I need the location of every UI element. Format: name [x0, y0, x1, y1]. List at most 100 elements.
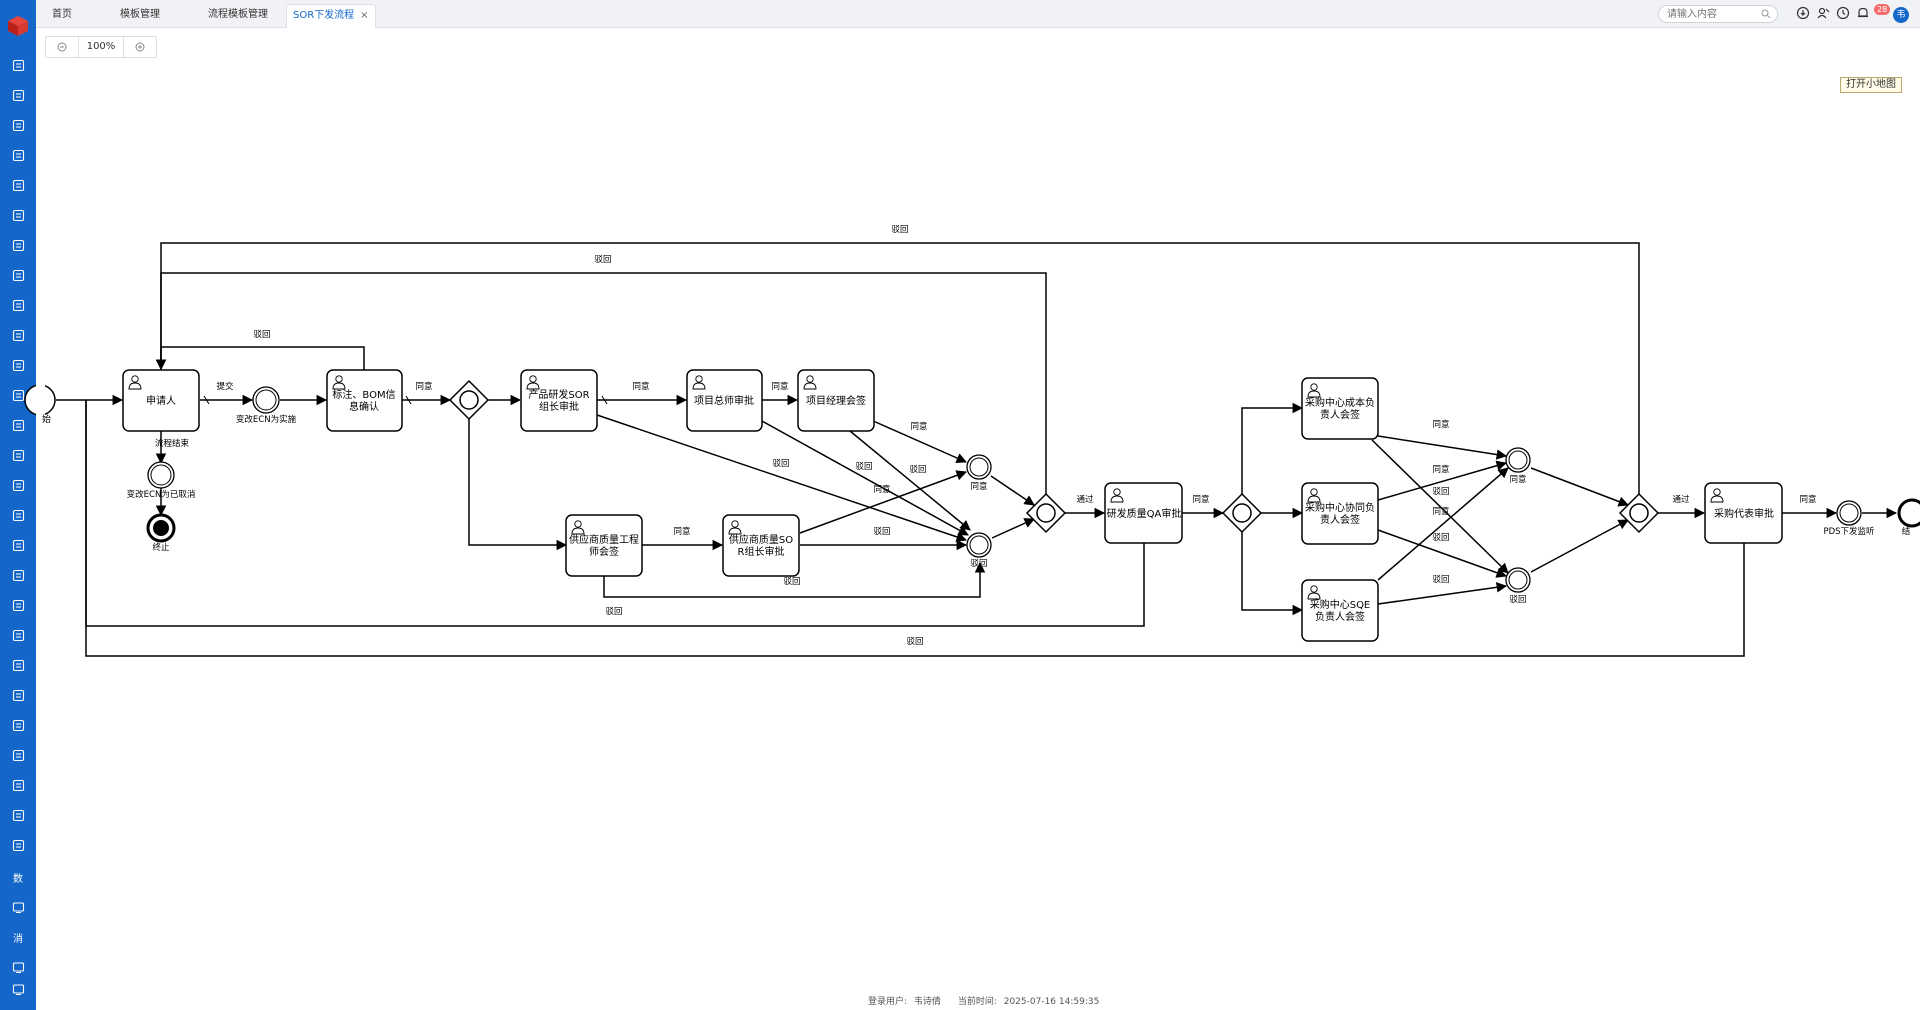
flow-mgr-agree1[interactable]	[870, 419, 967, 463]
flow-gw3-cost[interactable]	[1241, 402, 1304, 494]
search-input[interactable]	[1667, 6, 1757, 22]
grid-icon[interactable]	[11, 178, 25, 192]
tab-process-template-management[interactable]: 流程模板管理	[208, 9, 268, 20]
task-rd-qa[interactable]: 研发质量QA审批	[1104, 482, 1183, 544]
sidebar-item-message[interactable]: 消	[13, 934, 23, 945]
inclusive-gateway-icon[interactable]	[1025, 492, 1067, 534]
event-ecn-implement[interactable]	[252, 386, 280, 414]
flow-reject-loop1[interactable]	[85, 400, 1145, 627]
search-icon[interactable]	[1761, 9, 1771, 19]
flow-prod-reject1[interactable]	[596, 414, 967, 542]
event-agree-2[interactable]	[1505, 447, 1531, 473]
flow-chief-reject1[interactable]	[761, 420, 969, 536]
app-logo-icon[interactable]	[6, 14, 30, 38]
flow-label: 通过	[1672, 494, 1690, 505]
truck-icon[interactable]	[11, 208, 25, 222]
end-event-terminate[interactable]	[146, 513, 176, 543]
flow-reject2-gw5[interactable]	[1530, 519, 1629, 573]
tab-home[interactable]: 首页	[52, 9, 72, 20]
task-supplier-sor[interactable]: 供应商质量SO R组长审批	[722, 514, 800, 577]
inclusive-gateway-icon[interactable]	[1221, 492, 1263, 534]
task-supplier-eng[interactable]: 供应商质量工程 师会签	[565, 514, 643, 577]
task-product-sor[interactable]: 产品研发SOR 组长审批	[520, 369, 598, 432]
flow-reject-loop2[interactable]	[85, 400, 1745, 657]
shield-icon[interactable]	[11, 508, 25, 522]
event-reject-1[interactable]	[966, 532, 992, 558]
inclusive-gateway-icon[interactable]	[1618, 492, 1660, 534]
avatar[interactable]: 韦	[1893, 7, 1909, 23]
event-pds-listen[interactable]	[1836, 500, 1862, 526]
layers-icon[interactable]	[11, 118, 25, 132]
event-agree-1[interactable]	[966, 454, 992, 480]
apps-icon[interactable]	[11, 598, 25, 612]
flow-sqe-agree2[interactable]	[1377, 467, 1509, 581]
task-project-chief[interactable]: 项目总师审批	[686, 369, 763, 432]
box-icon[interactable]	[11, 268, 25, 282]
flow-coord-agree2[interactable]	[1377, 460, 1508, 501]
flow-sorb-agree1[interactable]	[799, 470, 967, 534]
calendar-icon[interactable]	[11, 58, 25, 72]
user-cog-icon[interactable]	[11, 628, 25, 642]
flow-agree2-gw5[interactable]	[1530, 467, 1629, 507]
book-icon[interactable]	[11, 478, 25, 492]
flow-coord-reject2[interactable]	[1377, 529, 1507, 578]
settings-icon[interactable]	[11, 748, 25, 762]
flow-mgr-reject1[interactable]	[849, 430, 971, 531]
refresh-icon[interactable]	[11, 238, 25, 252]
edit-doc-icon[interactable]	[11, 960, 25, 974]
search-doc-icon[interactable]	[11, 388, 25, 402]
user-check-icon[interactable]	[11, 688, 25, 702]
tab-template-management[interactable]: 模板管理	[120, 9, 160, 20]
monitor-chart-icon[interactable]	[11, 538, 25, 552]
task-purchase-cost[interactable]: 采购中心成本负 责人会签	[1301, 377, 1379, 440]
open-minimap-button[interactable]: 打开小地图	[1840, 77, 1902, 93]
history-icon[interactable]	[1836, 6, 1850, 20]
flow-agree1-gw2[interactable]	[990, 475, 1035, 506]
zoom-out-button[interactable]	[46, 37, 78, 57]
form-icon[interactable]	[11, 778, 25, 792]
flow-cost-reject2[interactable]	[1371, 439, 1509, 574]
event-reject-2[interactable]	[1505, 567, 1531, 593]
flow-reject-top[interactable]	[155, 242, 1640, 494]
list-icon[interactable]	[11, 982, 25, 996]
form-alt-icon[interactable]	[11, 808, 25, 822]
user-switch-icon[interactable]	[1816, 6, 1830, 20]
desktop-icon[interactable]	[11, 900, 25, 914]
task-project-manager[interactable]: 项目经理会签	[797, 369, 875, 432]
sitemap-icon[interactable]	[11, 418, 25, 432]
download-icon[interactable]	[1796, 6, 1810, 20]
sidebar-item-data[interactable]: 数	[13, 874, 23, 885]
close-icon[interactable]: ×	[360, 10, 369, 21]
task-bom-confirm[interactable]: 标注、BOM信 息确认	[326, 369, 403, 432]
flow-reject-second[interactable]	[155, 272, 1047, 494]
task-applicant[interactable]: 申请人	[122, 369, 200, 432]
flow-sqe-reject2[interactable]	[1377, 582, 1508, 605]
task-purchase-sqe[interactable]: 采购中心SQE 负责人会签	[1301, 579, 1379, 642]
inclusive-gateway-icon[interactable]	[448, 379, 490, 421]
bell-icon[interactable]	[1856, 6, 1870, 20]
event-ecn-cancel[interactable]	[147, 461, 175, 489]
record-icon[interactable]	[11, 448, 25, 462]
user-edit-icon[interactable]	[11, 658, 25, 672]
flow-gw1-supplier[interactable]	[468, 419, 568, 551]
table-icon[interactable]	[11, 838, 25, 852]
flow-reject-bom[interactable]	[155, 346, 365, 371]
user-plus-icon[interactable]	[11, 718, 25, 732]
tab-sor-release-process[interactable]: SOR下发流程×	[286, 4, 376, 28]
cards-icon[interactable]	[11, 358, 25, 372]
task-purchase-rep[interactable]: 采购代表审批	[1704, 482, 1783, 544]
user-icon[interactable]	[11, 148, 25, 162]
flow-reject-sup-bottom[interactable]	[603, 561, 986, 598]
flow-reject1-gw2[interactable]	[991, 518, 1035, 539]
end-event[interactable]	[1897, 498, 1920, 528]
document-icon[interactable]	[11, 88, 25, 102]
user-gear-icon[interactable]	[11, 568, 25, 582]
task-purchase-coord[interactable]: 采购中心协同负 责人会签	[1301, 482, 1379, 545]
sequence-flows	[56, 242, 1898, 657]
contact-icon[interactable]	[11, 328, 25, 342]
flow-cost-agree2[interactable]	[1377, 435, 1508, 460]
search-box[interactable]	[1658, 5, 1778, 23]
stack-icon[interactable]	[11, 298, 25, 312]
zoom-in-button[interactable]	[124, 37, 156, 57]
flow-gw3-sqe[interactable]	[1241, 532, 1304, 616]
